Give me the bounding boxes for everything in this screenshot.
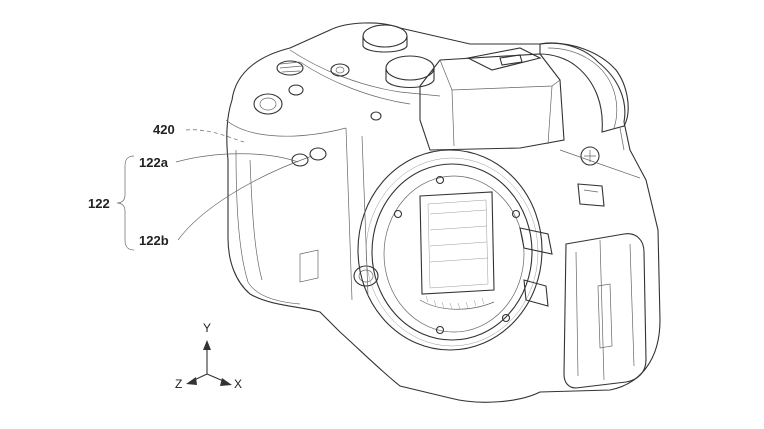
leader-122b <box>177 155 313 241</box>
leader-420 <box>185 129 245 143</box>
label-122b: 122b <box>139 233 169 248</box>
arrow-up-icon <box>203 340 211 350</box>
axis-z-label: Z <box>175 377 182 391</box>
arrow-left-icon <box>186 377 197 385</box>
leader-lines <box>116 129 313 251</box>
camera-body <box>225 22 661 403</box>
leader-122a <box>175 153 299 163</box>
label-122: 122 <box>88 196 110 211</box>
axis-y-label: Y <box>203 321 211 335</box>
bracket-122 <box>116 155 135 251</box>
coordinate-axes: Y Z X <box>175 321 242 391</box>
arrow-right-icon <box>220 378 232 386</box>
axis-x-label: X <box>234 377 242 391</box>
label-420: 420 <box>153 122 175 137</box>
label-122a: 122a <box>139 155 169 170</box>
